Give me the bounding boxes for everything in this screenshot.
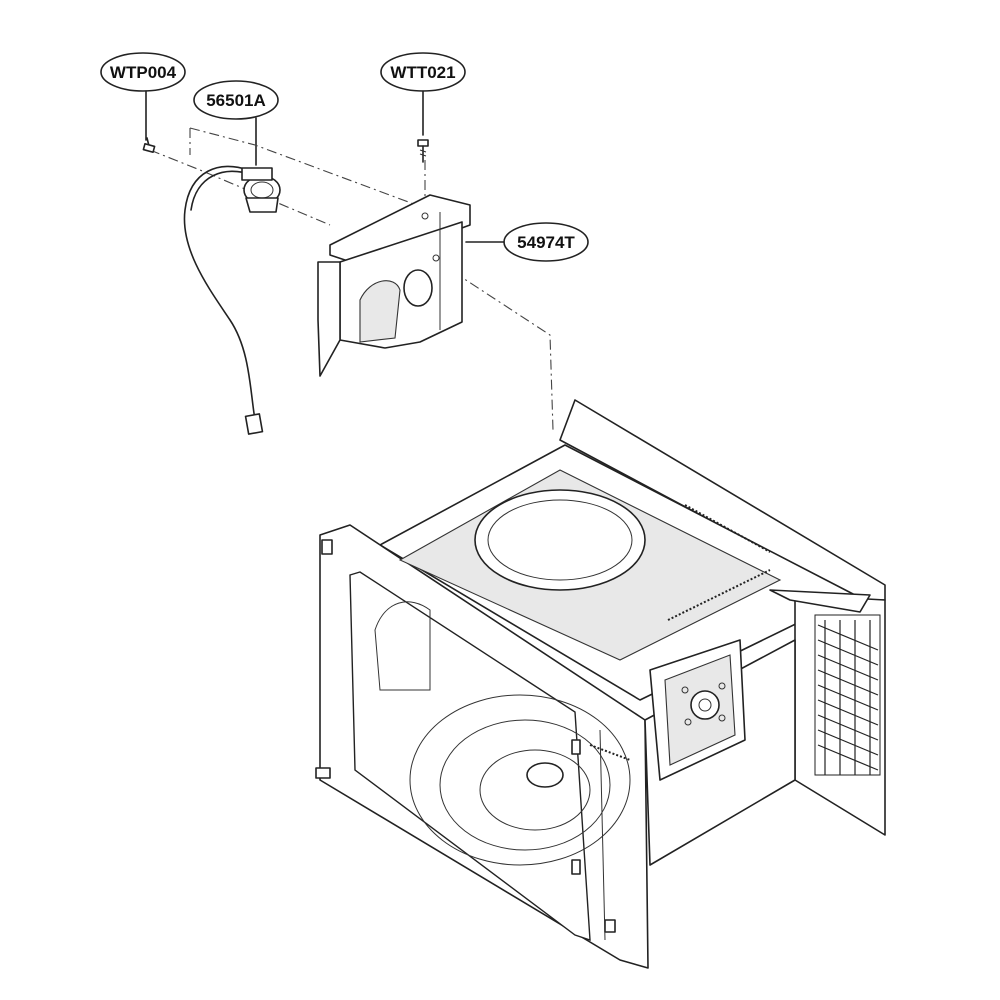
callout-56501a: 56501A [193, 80, 279, 166]
callout-wtp004: WTP004 [100, 52, 186, 141]
cavity-floor-rings [374, 601, 631, 866]
bracket-54974t [317, 194, 471, 377]
callout-wtp004-text: WTP004 [110, 63, 177, 82]
side-vent-grille [814, 614, 881, 776]
magnetron-housing [649, 639, 746, 781]
oven-cavity-chassis [319, 399, 886, 969]
top-vent-slots [667, 504, 771, 621]
callout-54974t-text: 54974T [517, 233, 575, 252]
callout-54974t: 54974T [465, 222, 589, 262]
screw-wtp004 [142, 137, 156, 153]
screw-wtt021 [417, 139, 429, 163]
callout-wtt021-text: WTT021 [390, 63, 455, 82]
sensor-56501a [183, 165, 281, 435]
cavity-top-bowl [398, 469, 782, 661]
callout-56501a-text: 56501A [206, 91, 266, 110]
callout-wtt021: WTT021 [380, 52, 466, 136]
front-frame-details [315, 539, 631, 941]
